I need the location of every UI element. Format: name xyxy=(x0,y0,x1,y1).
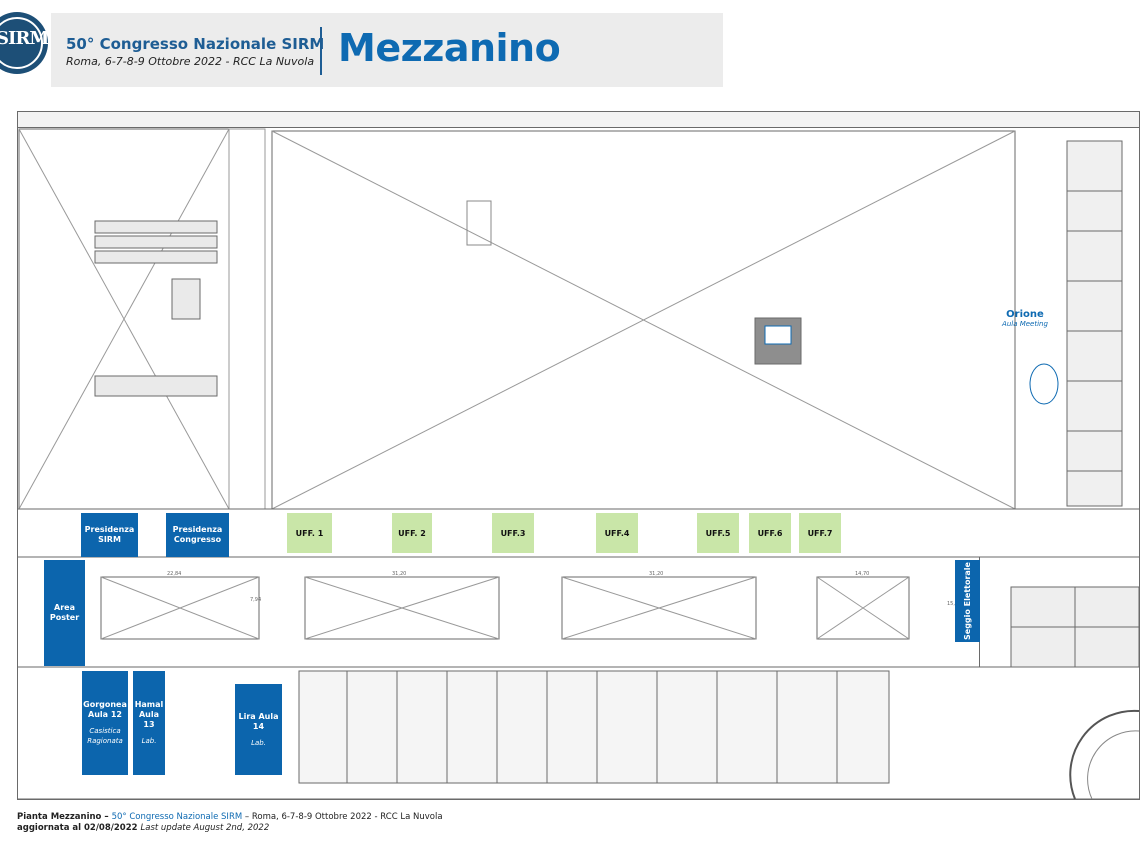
void-2 xyxy=(304,576,500,640)
dim-label: 15,00 xyxy=(947,601,961,607)
office-1[interactable]: UFF. 1 xyxy=(287,513,332,553)
office-7[interactable]: UFF.7 xyxy=(799,513,841,553)
floor-title: Mezzanino xyxy=(338,26,561,70)
header-divider xyxy=(320,27,322,75)
header-panel xyxy=(51,13,723,87)
office-2[interactable]: UFF. 2 xyxy=(392,513,432,553)
elevator xyxy=(171,278,201,320)
window-strip xyxy=(17,111,1140,128)
room-orione[interactable]: Orione Aula Meeting xyxy=(1002,309,1048,328)
escalator xyxy=(94,250,218,264)
office-6[interactable]: UFF.6 xyxy=(749,513,791,553)
office-3[interactable]: UFF.3 xyxy=(492,513,534,553)
room-gorgonea[interactable]: Gorgonea Aula 12 Casistica Ragionata xyxy=(82,671,128,775)
room-presidenza-congresso[interactable]: Presidenza Congresso xyxy=(166,513,229,557)
dim-label: 7,94 xyxy=(250,597,261,603)
void-3 xyxy=(561,576,757,640)
hatched-area xyxy=(298,670,890,784)
room-presidenza-sirm[interactable]: Presidenza SIRM xyxy=(81,513,138,557)
escalator xyxy=(94,235,218,249)
void-4 xyxy=(816,576,910,640)
room-lira[interactable]: Lira Aula 14 Lab. xyxy=(235,684,282,775)
logo-monogram: SIRM xyxy=(0,28,49,49)
congress-title: 50° Congresso Nazionale SIRM xyxy=(66,35,325,53)
corridor-left xyxy=(228,128,266,510)
skylight xyxy=(466,200,492,246)
escalator xyxy=(94,220,218,234)
dim-label: 14,70 xyxy=(855,571,869,577)
congress-subtitle: Roma, 6-7-8-9 Ottobre 2022 - RCC La Nuvo… xyxy=(66,55,315,68)
room-area-poster[interactable]: Area Poster xyxy=(44,560,85,666)
meeting-table xyxy=(1029,363,1059,405)
void-1 xyxy=(100,576,260,640)
footer-update: aggiornata al 02/08/2022 Last update Aug… xyxy=(17,823,270,833)
floor-plan: 22,84 31,20 31,20 14,70 7,94 15,00 xyxy=(17,111,1140,800)
office-4[interactable]: UFF.4 xyxy=(596,513,638,553)
room-seggio-elettorale[interactable]: Seggio Elettorale xyxy=(955,560,980,642)
curved-stair xyxy=(1069,709,1140,800)
stair-column xyxy=(1066,140,1123,507)
dim-label: 31,20 xyxy=(392,571,406,577)
logo-ring xyxy=(0,17,43,69)
dim-label: 22,84 xyxy=(167,571,181,577)
escalator xyxy=(94,375,218,397)
room-hamal[interactable]: Hamal Aula 13 Lab. xyxy=(133,671,165,775)
office-5[interactable]: UFF.5 xyxy=(697,513,739,553)
dim-label: 31,20 xyxy=(649,571,663,577)
footer-caption: Pianta Mezzanino – 50° Congresso Naziona… xyxy=(17,812,443,822)
